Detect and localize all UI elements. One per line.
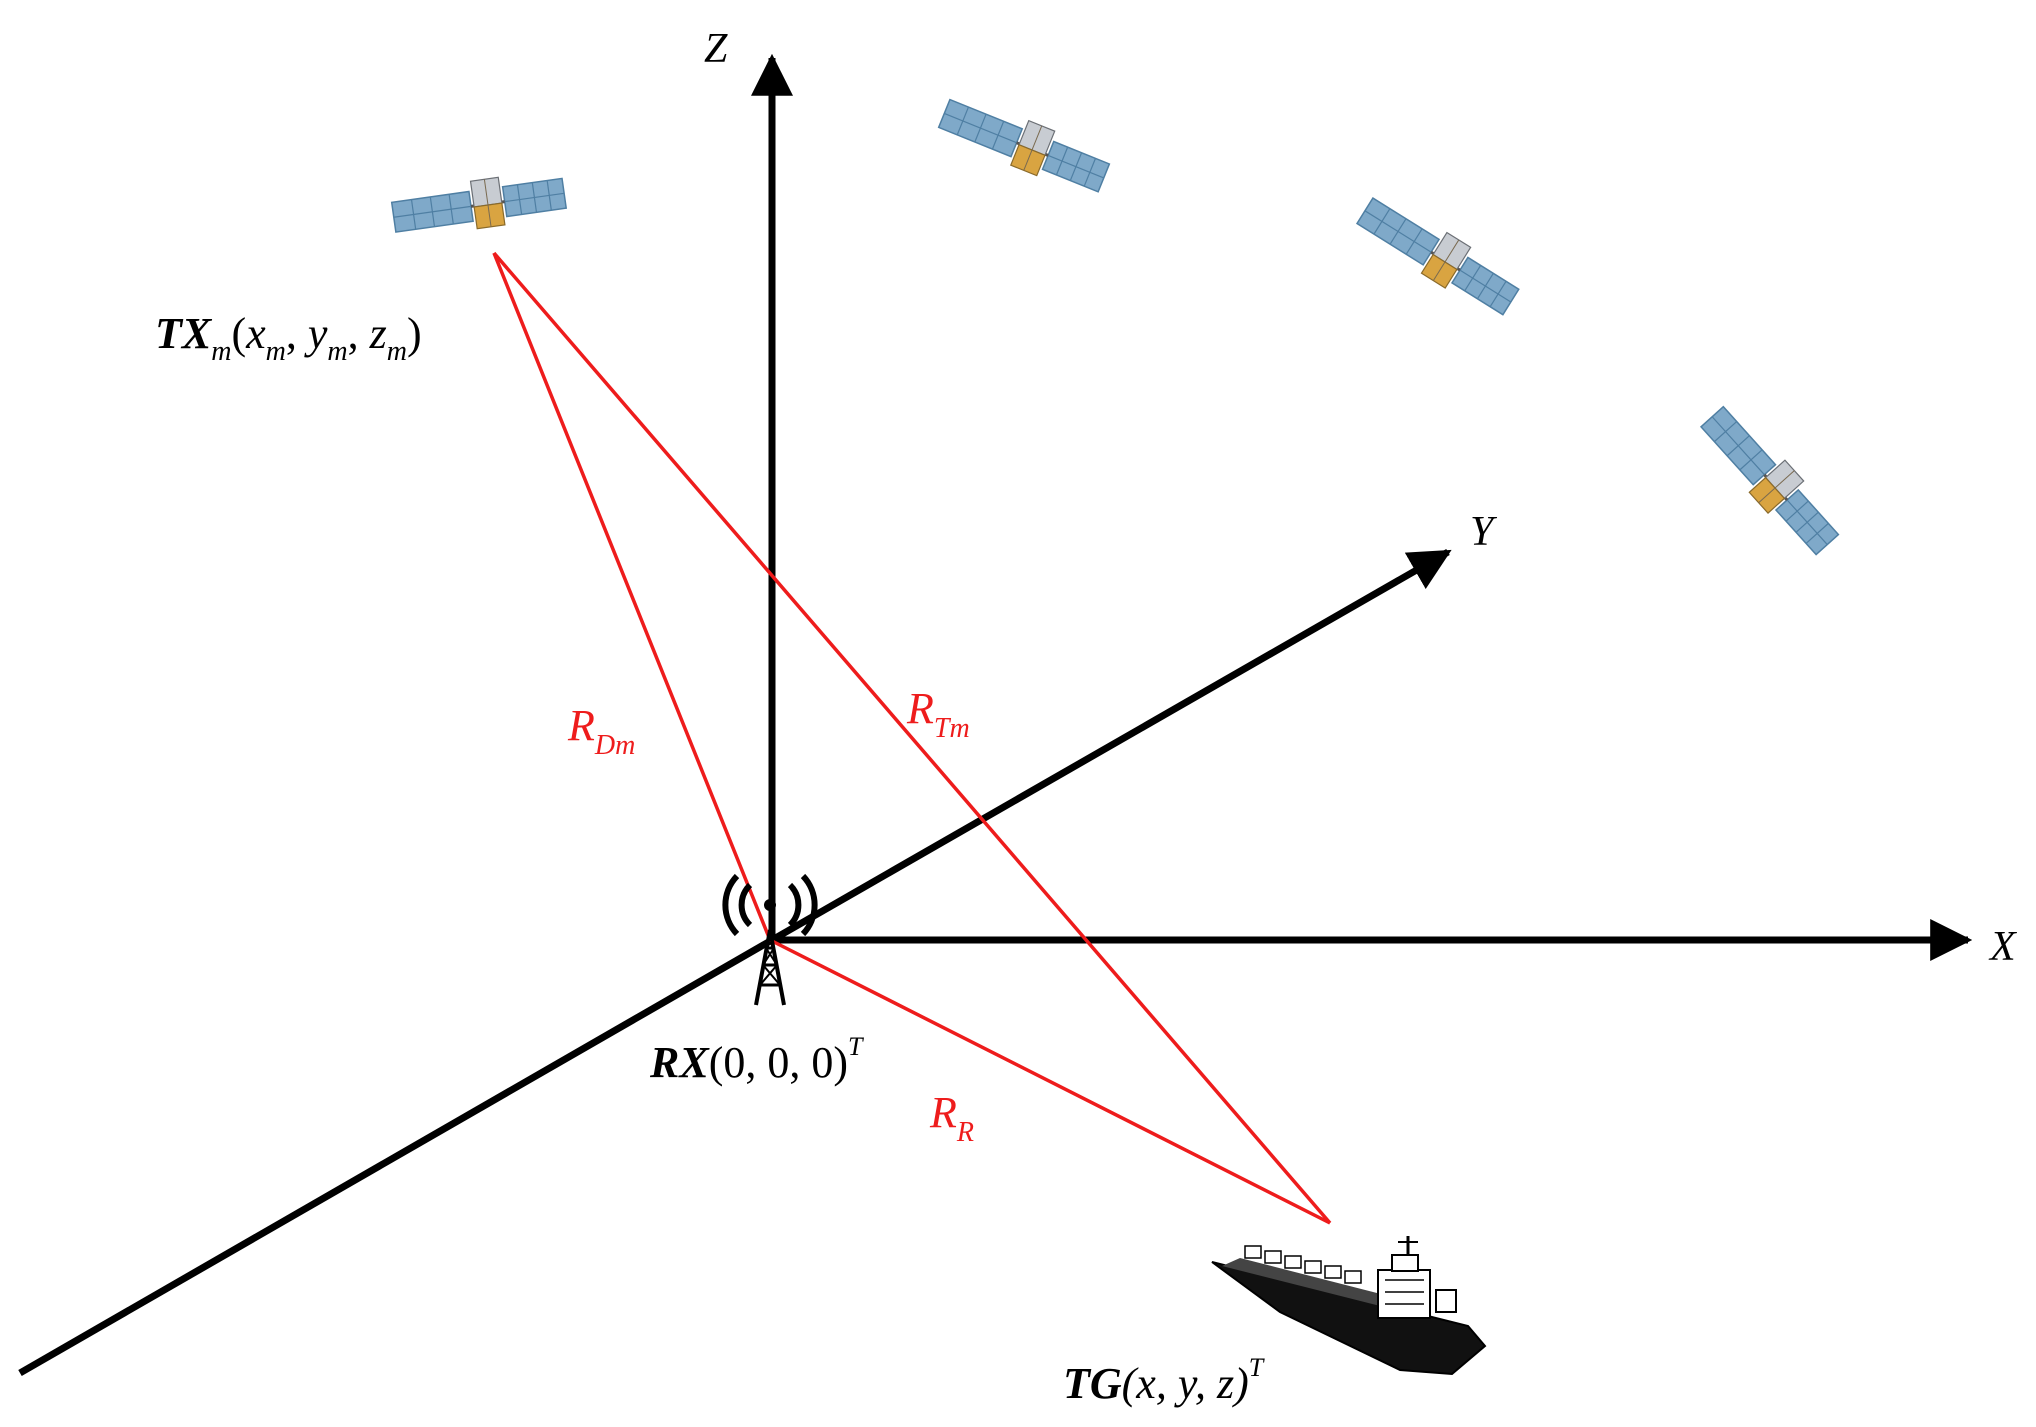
y-axis (770, 548, 1452, 944)
y-axis-label: Y (1470, 509, 1498, 555)
receive-path-line (769, 938, 1331, 1225)
z-axis-label: Z (704, 26, 728, 72)
target-label: TG(x, y, z)T (1063, 1353, 1265, 1408)
direct-range-label: RDm (567, 701, 635, 761)
transmit-range-label: RTm (906, 684, 970, 744)
antenna-tower-icon (722, 873, 818, 1006)
coordinate-axes (18, 53, 1973, 1377)
y-axis-negative (18, 936, 774, 1377)
satellite-icon (1351, 188, 1526, 323)
range-triangle (492, 251, 1332, 1225)
x-axis-label: X (1988, 924, 2018, 970)
satellite-icon (1693, 398, 1848, 562)
transmitter-satellite-icon (388, 167, 569, 242)
receiver-label: RX(0, 0, 0)T (649, 1032, 864, 1087)
transmitter-label: TXm(xm, ym, zm) (155, 309, 422, 367)
ship-icon (1211, 1236, 1487, 1376)
satellite-icon (934, 88, 1115, 201)
receive-range-label: RR (929, 1088, 974, 1148)
transmit-path-line (492, 251, 1332, 1225)
direct-path-line (492, 252, 772, 941)
